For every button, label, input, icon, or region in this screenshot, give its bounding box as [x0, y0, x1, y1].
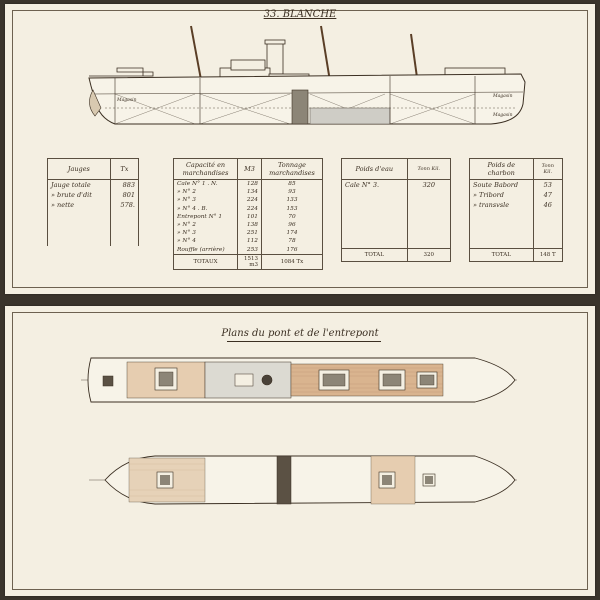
deck-plans: [81, 357, 517, 505]
magasin-label-fore-1: Magasin: [492, 93, 513, 99]
col-tonn-kil-eau: Tonn Kil.: [406, 158, 452, 180]
charbon-total-value: 148 T: [532, 248, 564, 262]
totals-tonnage: 1084 Tx: [260, 253, 324, 270]
ship-profile: Magasin Magasin Magasin: [88, 25, 526, 125]
charbon-total-label: TOTAL: [469, 248, 534, 262]
col-capacite: Capacité en marchandises: [172, 158, 239, 180]
midship-house: [230, 59, 266, 71]
hatch-aft: [102, 375, 114, 387]
col-poids-charbon: Poids de charbon: [469, 158, 534, 180]
totals-m3: 1513 m3: [237, 253, 262, 270]
eau-table: Poids d'eau Tonn Kil. Cale N° 3.320 TOTA…: [341, 158, 452, 262]
drawing-frame: [12, 312, 588, 590]
skylight: [234, 373, 254, 387]
forecastle: [89, 67, 154, 77]
drawing-frame: [12, 10, 588, 288]
totals-label: TOTAUX: [172, 253, 239, 270]
col-tonn-kil-charbon: Tonn Kil.: [532, 158, 564, 180]
col-jauges: Jauges: [47, 158, 111, 180]
col-poids-eau: Poids d'eau: [341, 158, 408, 180]
funnel-deck: [261, 374, 273, 386]
rudder: [89, 89, 102, 117]
top-sheet: 33. BLANCHE: [5, 4, 595, 294]
col-tonnage: Tonnage marchandises: [260, 158, 324, 180]
magasin-label-aft: Magasin: [116, 97, 137, 103]
plans-title: Plans du pont et de l'entrepont: [221, 328, 379, 339]
water-tank: [309, 107, 391, 125]
eau-total-value: 320: [406, 248, 452, 262]
magasin-label-fore-2: Magasin: [492, 112, 513, 118]
col-tx: Tx: [109, 158, 140, 180]
bottom-sheet: Plans du pont et de l'entrepont: [5, 306, 595, 596]
tweendeck-engine-room: [276, 455, 292, 505]
engine-room: [291, 89, 309, 125]
col-m3: M3: [237, 158, 262, 180]
eau-total-label: TOTAL: [341, 248, 408, 262]
table-row: Cale N° 3.320: [341, 179, 452, 190]
capacite-table: Capacité en marchandises M3 Tonnage marc…: [172, 158, 324, 270]
title-underline: [227, 341, 381, 342]
drawing-title: 33. BLANCHE: [263, 9, 337, 20]
